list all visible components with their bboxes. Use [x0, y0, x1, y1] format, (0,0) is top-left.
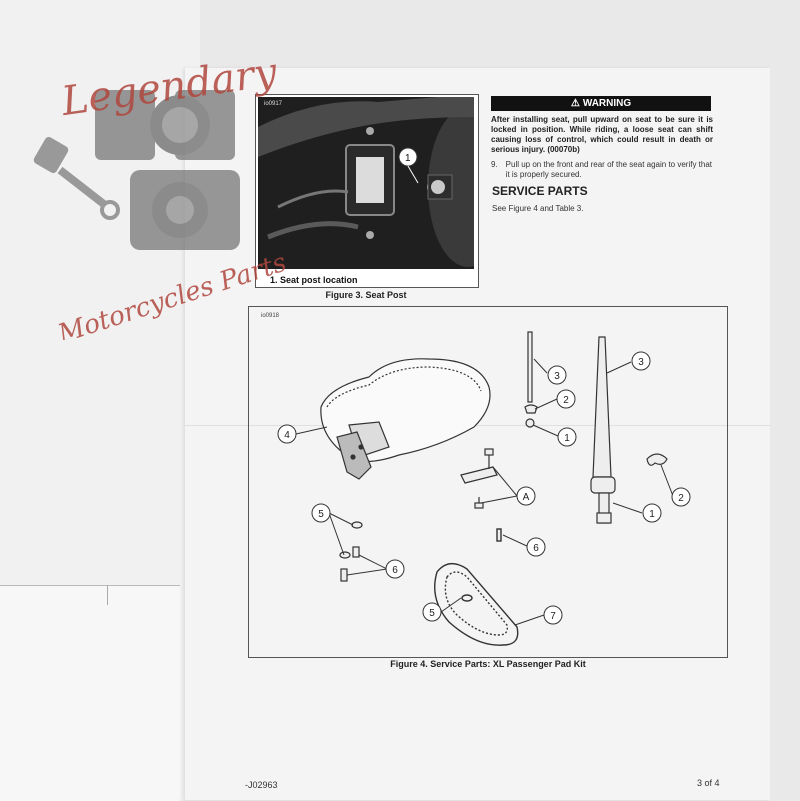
service-parts-heading: SERVICE PARTS — [492, 184, 588, 198]
seat-post-photo-frame: 1 io0917 1. Seat post location — [255, 94, 479, 288]
callout-bubble-2a — [556, 389, 576, 409]
callout-bubble-2b — [671, 487, 691, 507]
photo-callout-text: 1 — [405, 153, 411, 164]
background-sheet-edge — [0, 585, 108, 605]
strap-drawing — [434, 528, 519, 646]
warning-title: WARNING — [582, 98, 632, 109]
callout-bubble-5a — [311, 503, 331, 523]
page-number: 3 of 4 — [697, 778, 720, 788]
callout-1b: 1 — [649, 509, 655, 520]
page-fold-line — [185, 425, 770, 426]
callout-bubble-A — [516, 486, 536, 506]
step-number: 9. — [491, 160, 498, 169]
figure-4-diagram: io0918 — [248, 306, 728, 658]
warning-triangle-icon: ⚠ — [570, 98, 580, 109]
tie-strap-small-drawing — [524, 331, 538, 428]
callout-2a: 2 — [563, 395, 569, 406]
callout-A: A — [523, 492, 530, 503]
callout-1a: 1 — [564, 433, 570, 444]
warning-text: After installing seat, pull upward on se… — [491, 115, 713, 154]
callout-3b: 3 — [638, 357, 644, 368]
passenger-seat-drawing — [320, 358, 491, 480]
step-text: Pull up on the front and rear of the sea… — [505, 160, 713, 179]
photo-caption: 1. Seat post location — [270, 275, 358, 285]
document-number: -J02963 — [245, 780, 278, 790]
callout-bubble-6a — [526, 537, 546, 557]
background-sheet-bottom-left — [0, 585, 180, 801]
callout-7: 7 — [550, 611, 556, 622]
bracket-drawing — [460, 448, 498, 509]
step-9: 9. Pull up on the front and rear of the … — [491, 160, 713, 180]
seat-post-photo: 1 io0917 — [258, 97, 474, 269]
callout-bubble-5b — [422, 602, 442, 622]
callout-bubble-4 — [277, 424, 297, 444]
callout-3a: 3 — [554, 371, 560, 382]
figure-4-caption: Figure 4. Service Parts: XL Passenger Pa… — [390, 659, 586, 669]
callout-6a: 6 — [533, 543, 539, 554]
callout-bubble-3b — [631, 351, 651, 371]
callout-5a: 5 — [318, 509, 324, 520]
callout-5b: 5 — [429, 608, 435, 619]
callout-6b: 6 — [392, 565, 398, 576]
photo-code: io0917 — [264, 101, 283, 107]
figure-4-code: io0918 — [261, 313, 280, 319]
tie-strap-large-drawing — [590, 336, 668, 524]
service-parts-text: See Figure 4 and Table 3. — [492, 204, 584, 213]
bolts-drawing — [339, 521, 363, 582]
callout-4: 4 — [284, 430, 290, 441]
callout-bubble-6b — [385, 559, 405, 579]
warning-header: ⚠ WARNING — [491, 96, 711, 111]
callout-bubble-7 — [543, 605, 563, 625]
callout-bubble-3a — [547, 365, 567, 385]
callout-bubble-1b — [642, 503, 662, 523]
callout-2b: 2 — [678, 493, 684, 504]
callout-bubble-1a — [557, 427, 577, 447]
figure-3-caption: Figure 3. Seat Post — [325, 290, 407, 300]
